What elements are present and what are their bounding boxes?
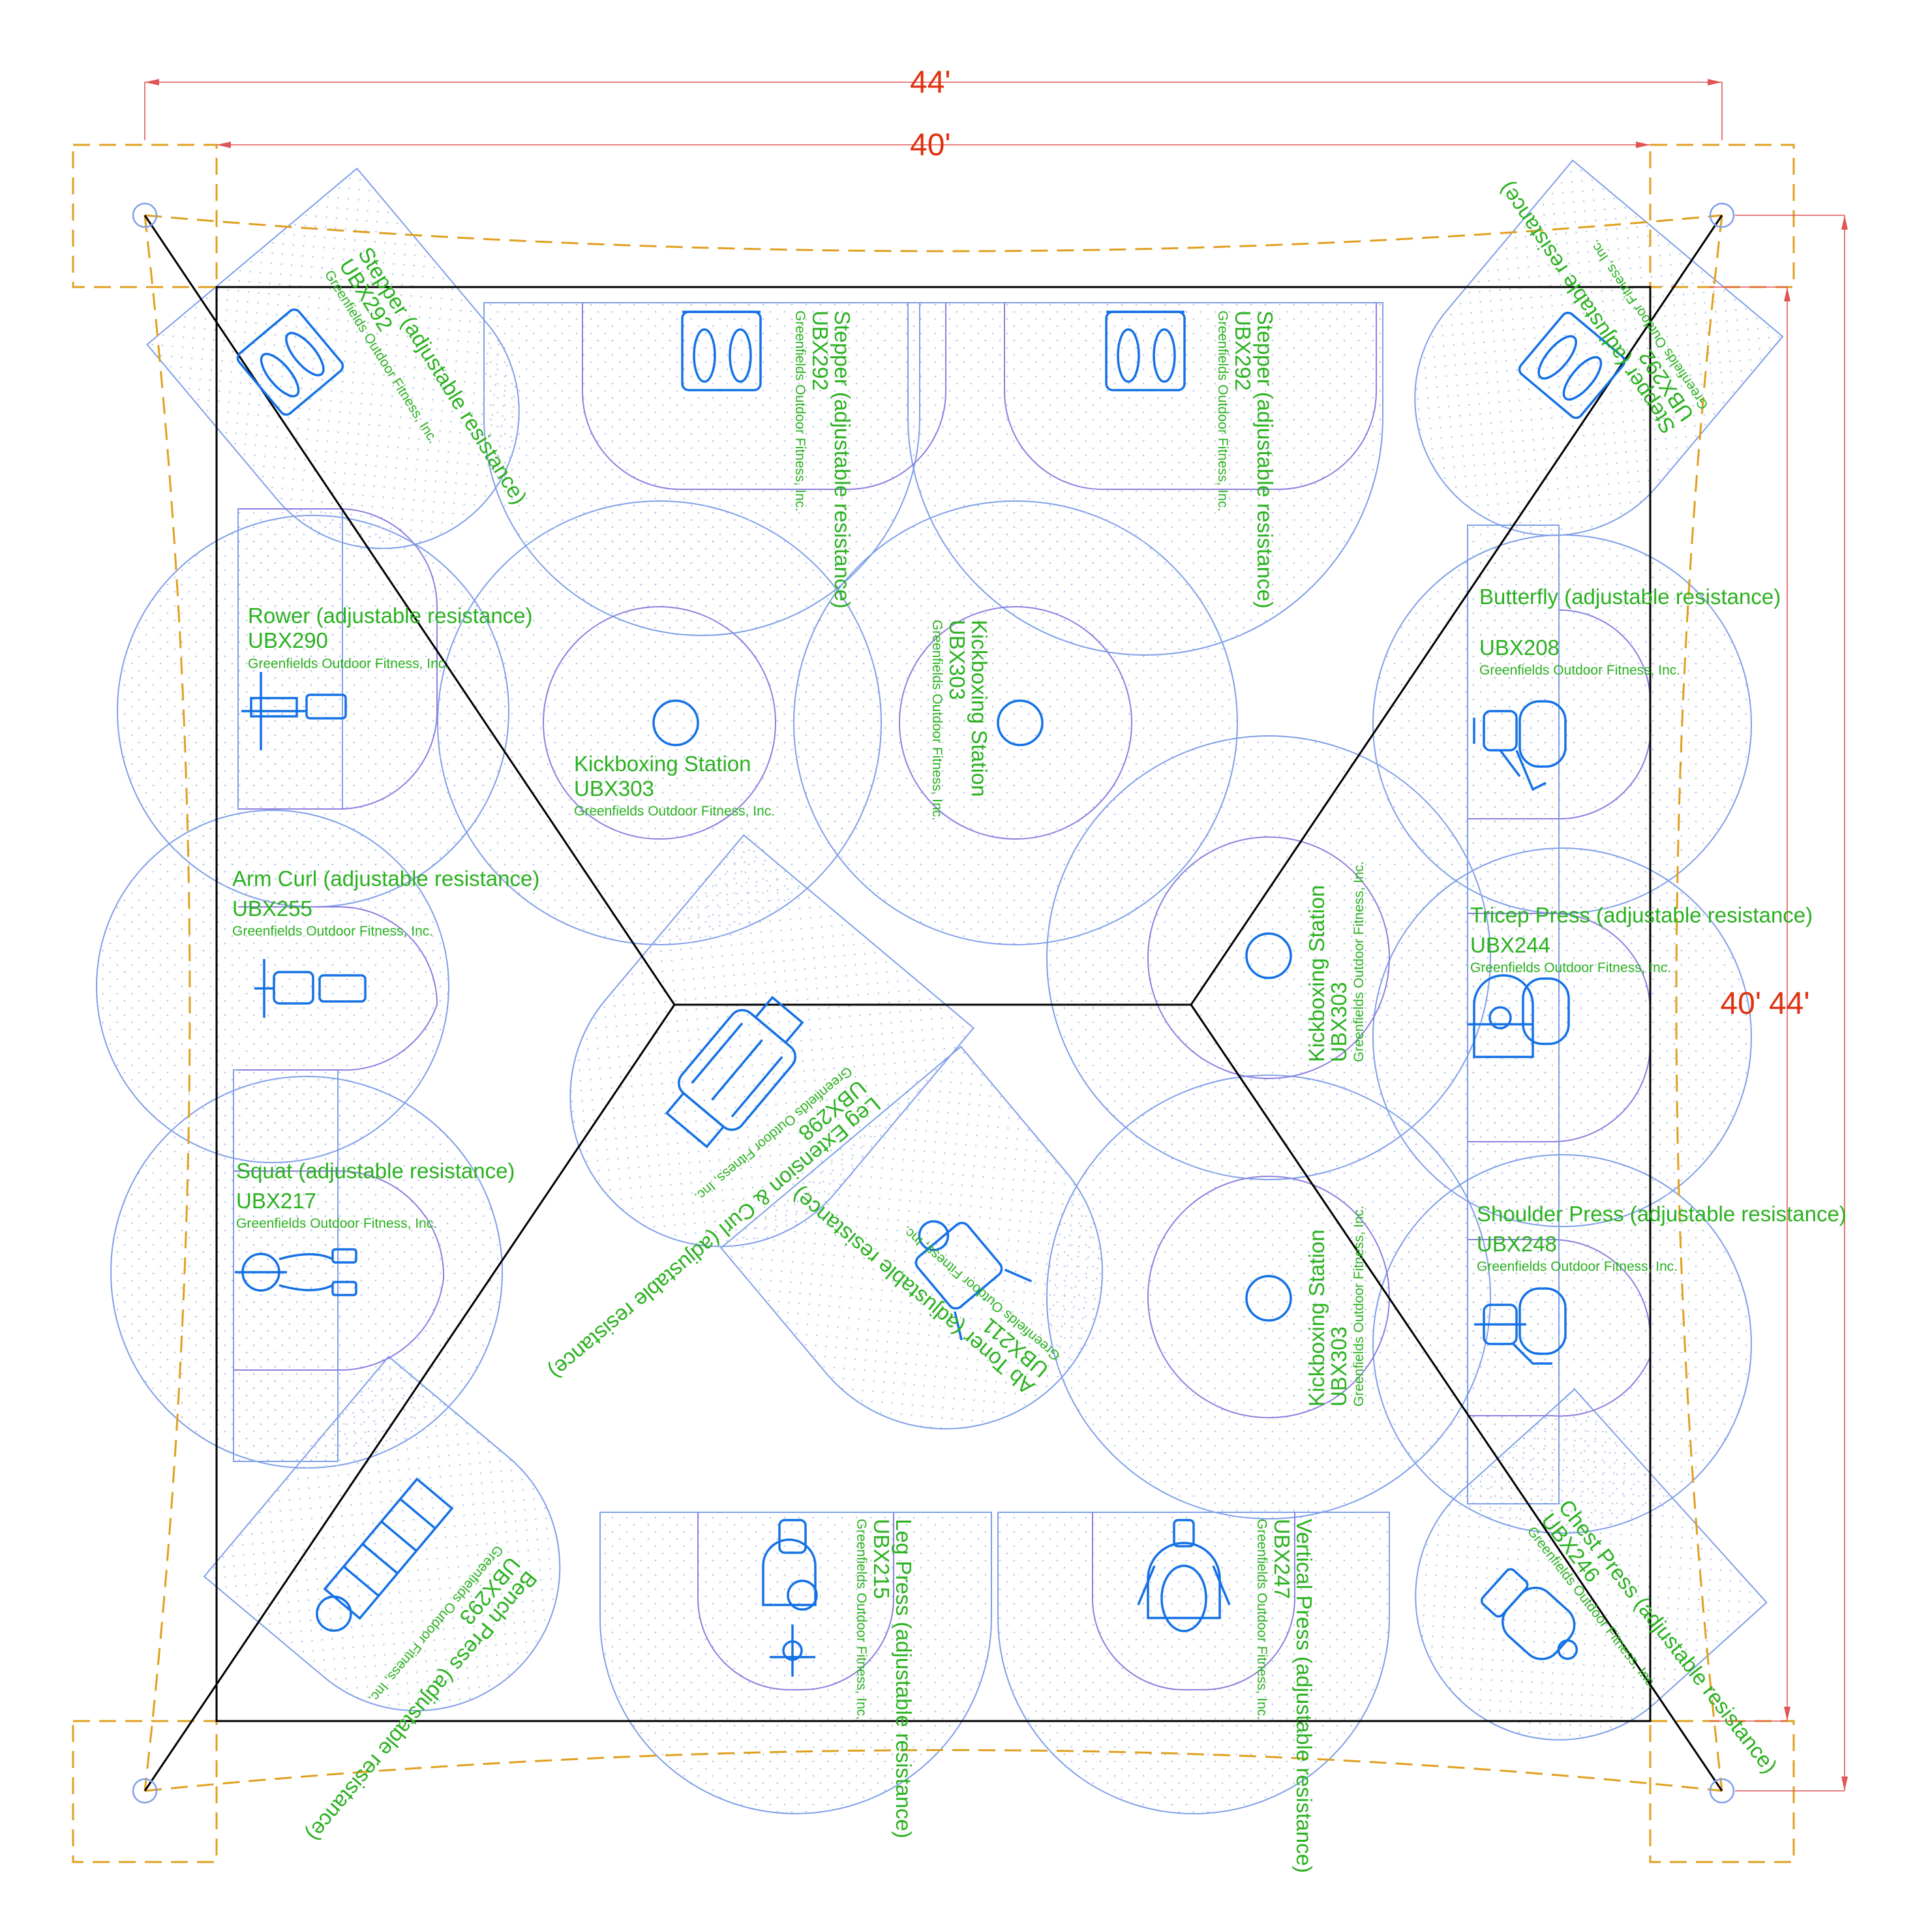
svg-text:Greenfields Outdoor Fitness, I: Greenfields Outdoor Fitness, Inc.: [1351, 1206, 1366, 1407]
svg-text:Greenfields Outdoor Fitness, I: Greenfields Outdoor Fitness, Inc.: [1470, 960, 1671, 975]
kickboxing-post-icon: [1245, 932, 1292, 979]
kickboxing-post-icon: [1245, 1275, 1292, 1322]
arm-curl-icon: [254, 959, 367, 1018]
dim-inner-height: 40': [1720, 986, 1761, 1021]
svg-text:UBX303: UBX303: [574, 776, 654, 801]
svg-text:Greenfields Outdoor Fitness, I: Greenfields Outdoor Fitness, Inc.: [1351, 861, 1366, 1062]
label-vertical-press: Vertical Press (adjustable resistance) U…: [1254, 1519, 1316, 1873]
svg-text:UBX217: UBX217: [236, 1189, 316, 1213]
label-kickboxing-3: Kickboxing Station UBX303 Greenfields Ou…: [1305, 861, 1366, 1062]
label-arm-curl: Arm Curl (adjustable resistance) UBX255 …: [232, 866, 539, 939]
svg-text:UBX290: UBX290: [248, 628, 328, 652]
label-kickboxing-2: Kickboxing Station UBX303 Greenfields Ou…: [929, 620, 991, 821]
svg-text:Greenfields Outdoor Fitness, I: Greenfields Outdoor Fitness, Inc.: [574, 804, 775, 819]
svg-text:Shoulder Press (adjustable res: Shoulder Press (adjustable resistance): [1477, 1202, 1847, 1226]
label-rower: Rower (adjustable resistance) UBX290 Gre…: [248, 603, 533, 671]
leg-extension-icon: [665, 996, 804, 1149]
stepper-icon: [1518, 311, 1626, 419]
label-leg-press: Leg Press (adjustable resistance) UBX215…: [854, 1519, 916, 1838]
stepper-icon: [1105, 311, 1186, 391]
squat-icon: [235, 1248, 357, 1296]
svg-text:Tricep Press (adjustable resis: Tricep Press (adjustable resistance): [1470, 903, 1813, 927]
svg-text:UBX247: UBX247: [1270, 1519, 1294, 1599]
svg-text:UBX215: UBX215: [869, 1519, 894, 1599]
svg-text:Greenfields Outdoor Fitness, I: Greenfields Outdoor Fitness, Inc.: [1479, 663, 1680, 678]
svg-text:Rower (adjustable resistance): Rower (adjustable resistance): [248, 603, 533, 628]
kickboxing-post-icon: [997, 699, 1044, 746]
bench-press-icon: [316, 1477, 454, 1632]
svg-text:Butterfly (adjustable resistan: Butterfly (adjustable resistance): [1479, 585, 1781, 609]
svg-text:Leg Press (adjustable resistan: Leg Press (adjustable resistance): [892, 1519, 916, 1838]
label-butterfly: Butterfly (adjustable resistance) UBX208…: [1479, 585, 1781, 678]
svg-text:Greenfields Outdoor Fitness, I: Greenfields Outdoor Fitness, Inc.: [232, 924, 433, 939]
svg-text:Kickboxing Station: Kickboxing Station: [967, 620, 991, 797]
dim-inner-width: 40': [910, 128, 951, 162]
butterfly-icon: [1473, 700, 1567, 791]
shoulder-press-icon: [1474, 1287, 1567, 1365]
svg-text:Kickboxing Station: Kickboxing Station: [1305, 1230, 1329, 1407]
canopy-outline: [72, 144, 1795, 1863]
svg-text:Greenfields Outdoor Fitness, I: Greenfields Outdoor Fitness, Inc.: [792, 311, 808, 511]
svg-text:UBX303: UBX303: [945, 620, 969, 700]
ab-toner-icon: [914, 1220, 1033, 1341]
svg-text:UBX244: UBX244: [1470, 933, 1550, 957]
dimension-lines: [144, 79, 1848, 1792]
dim-outer-width: 44': [910, 65, 951, 100]
svg-text:UBX303: UBX303: [1327, 982, 1351, 1062]
tricep-press-icon: [1468, 974, 1570, 1058]
label-stepper-top-2: Stepper (adjustable resistance) UBX292 G…: [1215, 311, 1277, 609]
label-stepper-top-1: Stepper (adjustable resistance) UBX292 G…: [792, 311, 854, 609]
svg-text:Greenfields Outdoor Fitness, I: Greenfields Outdoor Fitness, Inc.: [1477, 1259, 1678, 1274]
svg-text:Greenfields Outdoor Fitness, I: Greenfields Outdoor Fitness, Inc.: [248, 656, 449, 671]
dim-outer-height: 44': [1769, 986, 1810, 1021]
vertical-press-icon: [1137, 1519, 1231, 1632]
pavilion-structure: [143, 215, 1723, 1792]
leg-press-icon: [762, 1519, 818, 1677]
svg-text:Squat (adjustable resistance): Squat (adjustable resistance): [236, 1159, 515, 1183]
svg-text:UBX292: UBX292: [808, 311, 832, 391]
svg-text:Greenfields Outdoor Fitness, I: Greenfields Outdoor Fitness, Inc.: [929, 620, 944, 821]
svg-text:Greenfields Outdoor Fitness, I: Greenfields Outdoor Fitness, Inc.: [854, 1519, 869, 1720]
svg-text:UBX255: UBX255: [232, 896, 312, 921]
svg-text:Arm Curl (adjustable resistanc: Arm Curl (adjustable resistance): [232, 866, 539, 891]
equipment-icons: [235, 308, 1626, 1677]
label-tricep-press: Tricep Press (adjustable resistance) UBX…: [1470, 903, 1813, 975]
chest-press-icon: [1480, 1568, 1578, 1660]
stepper-icon: [681, 311, 762, 391]
svg-text:Greenfields Outdoor Fitness, I: Greenfields Outdoor Fitness, Inc.: [1254, 1519, 1269, 1720]
svg-text:Kickboxing Station: Kickboxing Station: [1305, 885, 1329, 1063]
stepper-icon: [236, 308, 344, 416]
label-squat: Squat (adjustable resistance) UBX217 Gre…: [236, 1159, 515, 1231]
rower-icon: [241, 672, 347, 750]
svg-text:UBX292: UBX292: [1231, 311, 1255, 391]
svg-text:Greenfields Outdoor Fitness, I: Greenfields Outdoor Fitness, Inc.: [236, 1216, 437, 1231]
label-kickboxing-1: Kickboxing Station UBX303 Greenfields Ou…: [574, 752, 775, 819]
corner-posts: [132, 202, 1735, 1804]
svg-text:Stepper (adjustable resistance: Stepper (adjustable resistance): [830, 311, 854, 609]
svg-text:Stepper (adjustable resistance: Stepper (adjustable resistance): [1253, 311, 1277, 609]
svg-text:UBX248: UBX248: [1477, 1232, 1557, 1256]
safety-zones: [96, 159, 1784, 1814]
label-shoulder-press: Shoulder Press (adjustable resistance) U…: [1477, 1202, 1847, 1274]
label-kickboxing-4: Kickboxing Station UBX303 Greenfields Ou…: [1305, 1206, 1366, 1407]
svg-text:Vertical Press (adjustable res: Vertical Press (adjustable resistance): [1292, 1519, 1316, 1873]
kickboxing-post-icon: [652, 699, 699, 746]
svg-text:Kickboxing Station: Kickboxing Station: [574, 752, 751, 776]
svg-text:UBX303: UBX303: [1327, 1326, 1351, 1407]
svg-text:UBX208: UBX208: [1479, 635, 1560, 660]
svg-text:Greenfields Outdoor Fitness, I: Greenfields Outdoor Fitness, Inc.: [1215, 311, 1230, 511]
